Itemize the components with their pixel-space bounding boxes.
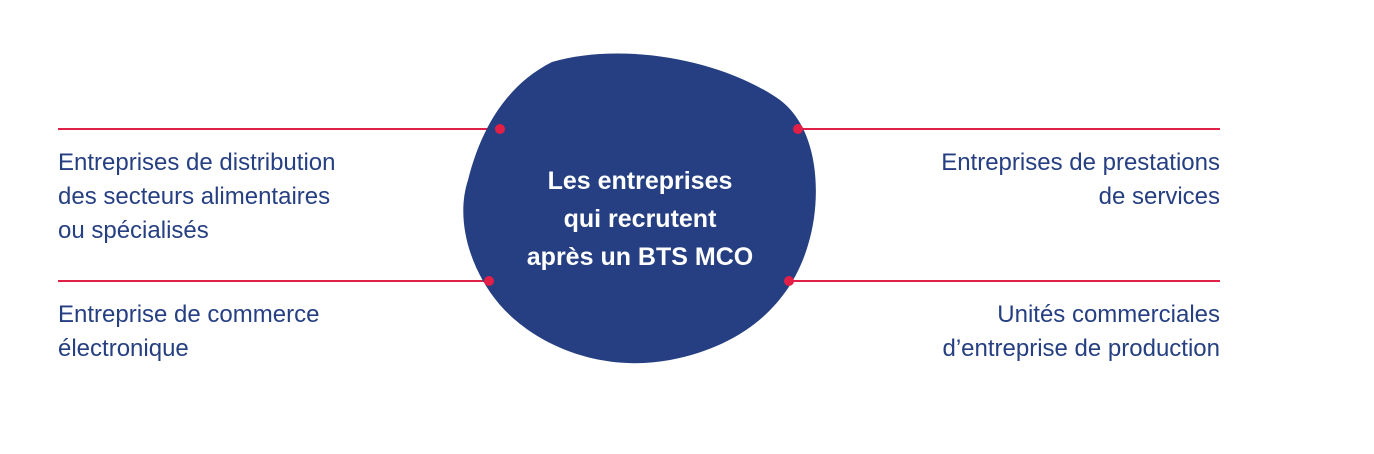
center-blob [463,53,816,364]
branch-label-bottom-right: Unités commerciales d’entreprise de prod… [942,301,1220,362]
branch-label-bottom-left: Entreprise de commerce électronique [58,301,320,362]
center-title: Les entreprises qui recrutent après un B… [526,167,754,271]
connector-dot-bottom-left [484,276,494,286]
connector-dot-bottom-right [784,276,794,286]
connector-dot-top-left [495,124,505,134]
branch-label-top-right: Entreprises de prestations de services [941,149,1220,210]
connector-dot-top-right [793,124,803,134]
branch-label-top-left: Entreprises de distribution des secteurs… [58,149,336,244]
